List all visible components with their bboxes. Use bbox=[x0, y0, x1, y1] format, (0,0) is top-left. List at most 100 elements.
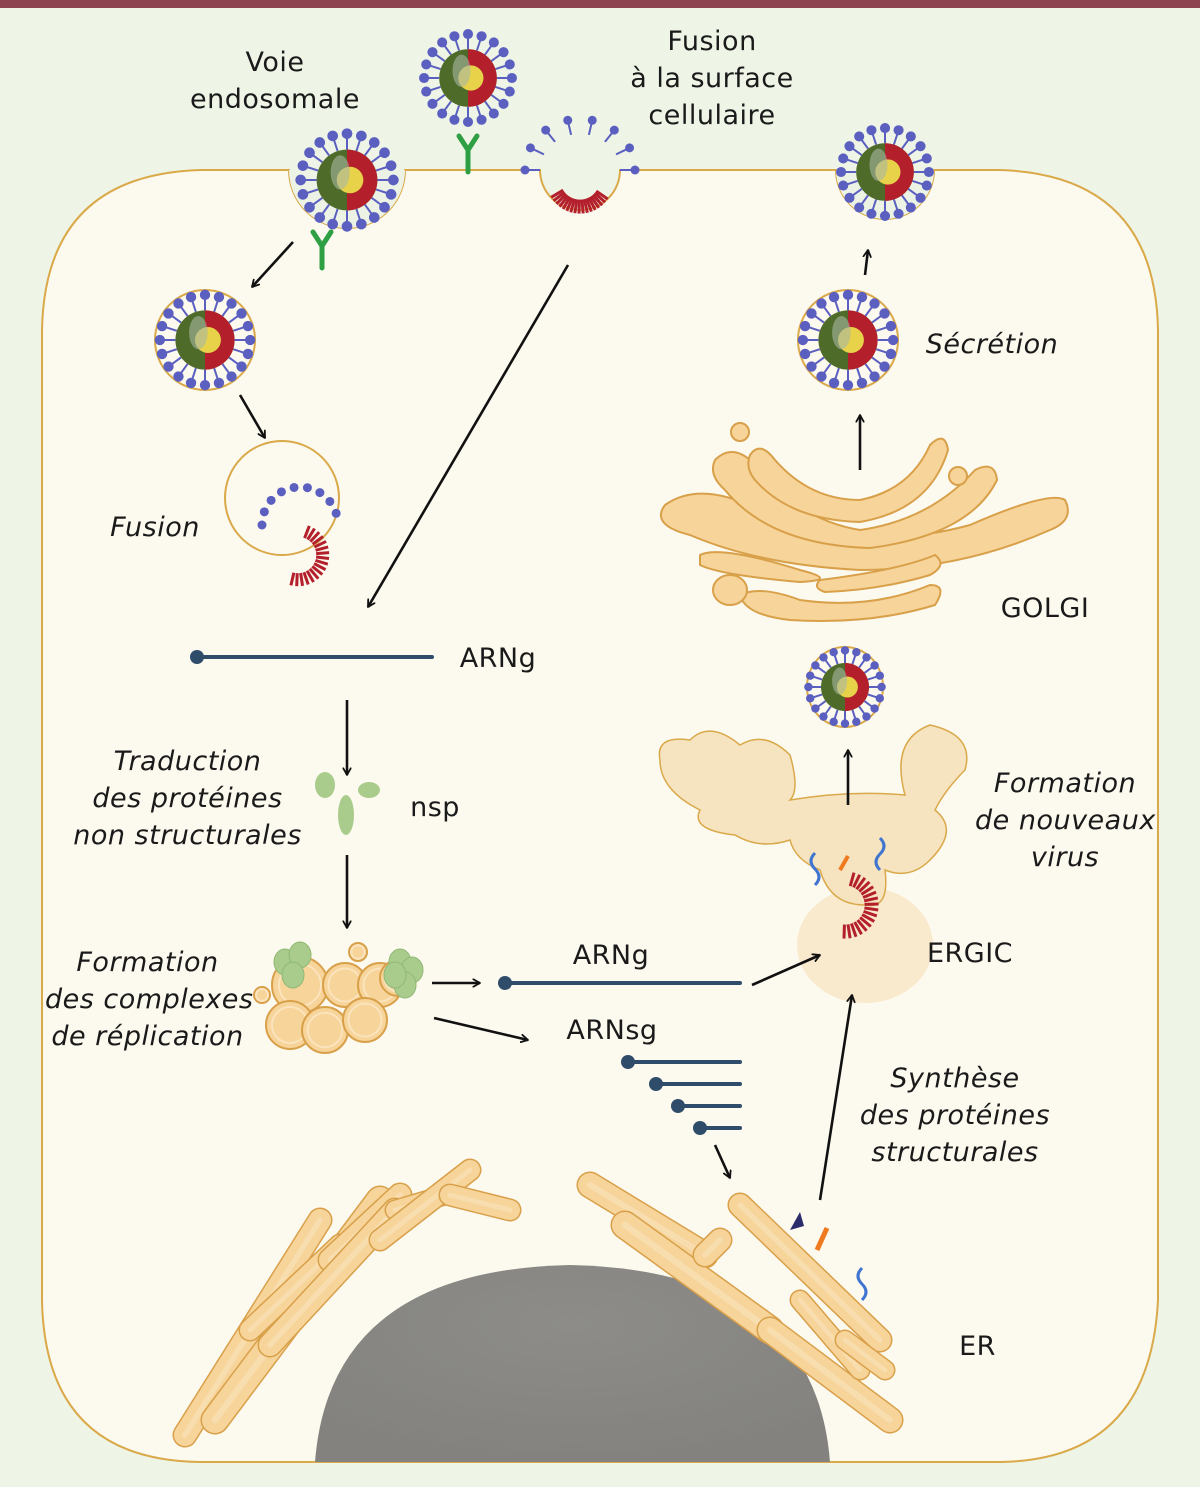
spike-protein-icon bbox=[437, 37, 448, 48]
spike-stalk bbox=[604, 131, 614, 143]
spike-protein-icon bbox=[816, 371, 827, 382]
spike-protein-icon bbox=[449, 31, 460, 42]
spike-protein-icon bbox=[185, 377, 197, 389]
capsid-segment bbox=[861, 913, 876, 923]
vesicle-inner bbox=[255, 988, 269, 1002]
receptor-shape bbox=[456, 133, 480, 175]
spike-protein-icon bbox=[811, 661, 820, 670]
envelope-highlight bbox=[832, 315, 851, 350]
double-membrane-vesicle bbox=[348, 942, 368, 962]
spike-protein-icon bbox=[804, 682, 813, 692]
spike-protein-icon bbox=[805, 671, 815, 680]
nonstructural-protein-icon bbox=[338, 795, 354, 835]
label-line: Formation bbox=[993, 768, 1137, 799]
capsid-segment bbox=[585, 197, 593, 213]
tubule-highlight bbox=[797, 1297, 863, 1373]
spike-protein-icon bbox=[236, 308, 247, 319]
capsid-segment bbox=[848, 872, 856, 887]
capsid-segment bbox=[862, 890, 877, 899]
capsid-segment bbox=[550, 188, 564, 199]
capsid-segment bbox=[852, 874, 862, 889]
er-tubule bbox=[727, 1192, 893, 1353]
spike-protein-icon bbox=[915, 192, 926, 203]
label-line: Fusion bbox=[110, 512, 200, 543]
envelope-highlight bbox=[189, 315, 208, 350]
spike-protein-icon bbox=[236, 361, 247, 372]
arrow-arnsg-to-er bbox=[713, 1144, 730, 1178]
spike-protein-icon bbox=[304, 147, 315, 159]
label-line: Formation bbox=[76, 947, 219, 978]
label-line: Sécrétion bbox=[925, 329, 1059, 360]
spike-protein-icon bbox=[356, 218, 367, 230]
ergic-compartment bbox=[797, 887, 933, 1003]
label-er: ER bbox=[950, 1328, 1005, 1365]
vesicle-outer bbox=[301, 1006, 349, 1054]
spike-protein-icon bbox=[869, 371, 880, 382]
label-line: virus bbox=[1030, 842, 1100, 873]
spike-protein-icon bbox=[842, 379, 854, 391]
label-golgi: GOLGI bbox=[1000, 590, 1090, 627]
spike-protein-icon bbox=[866, 208, 877, 219]
spike-protein-icon bbox=[875, 671, 885, 680]
label-voie-endosomale: Voie endosomale bbox=[180, 44, 370, 118]
spike-protein-icon bbox=[304, 201, 315, 213]
er-tubule bbox=[368, 1158, 482, 1252]
spike-protein-icon bbox=[297, 160, 309, 171]
rna-cap-icon bbox=[671, 1099, 685, 1113]
spike-protein-icon bbox=[862, 712, 871, 721]
spike-protein-icon bbox=[259, 507, 269, 517]
spike-protein-icon bbox=[213, 291, 225, 303]
tubule-highlight bbox=[447, 1192, 513, 1213]
capsid-segment bbox=[858, 880, 871, 893]
label-arng-top: ARNg bbox=[455, 640, 541, 677]
envelope-protein-icon bbox=[814, 1226, 830, 1252]
nucleocapsid-icon bbox=[289, 525, 330, 587]
capsid-segment bbox=[311, 565, 324, 576]
spike-protein-icon bbox=[421, 86, 432, 97]
spike-protein-icon bbox=[173, 371, 184, 382]
label-line: ER bbox=[959, 1331, 996, 1362]
capsid-segment bbox=[316, 551, 330, 556]
capsid-segment bbox=[305, 570, 315, 583]
spike-protein-icon bbox=[504, 59, 515, 70]
capsid-segment bbox=[558, 194, 570, 208]
nucleus-icon bbox=[315, 1265, 830, 1462]
label-line: ERGIC bbox=[926, 938, 1014, 969]
top-accent-bar bbox=[0, 0, 1200, 8]
label-synthese: Synthèse des protéines structurales bbox=[855, 1060, 1055, 1171]
capsid-segment bbox=[569, 198, 577, 213]
spike-protein-icon bbox=[885, 320, 897, 332]
capsid-segment bbox=[591, 193, 604, 207]
coronavirus-virion-icon bbox=[797, 289, 899, 391]
tubule-highlight bbox=[767, 1327, 893, 1423]
er-tubule bbox=[789, 1289, 871, 1381]
spike-protein-icon bbox=[887, 334, 899, 346]
label-line: de nouveaux bbox=[975, 805, 1156, 836]
capsid-segment bbox=[313, 562, 327, 571]
label-ergic: ERGIC bbox=[925, 935, 1015, 972]
arrow-arng-to-ergic bbox=[751, 955, 820, 987]
label-line: des complexes bbox=[45, 984, 254, 1015]
membrane-protein-icon bbox=[874, 836, 886, 872]
spike-protein-icon bbox=[213, 377, 225, 389]
spike-protein-icon bbox=[856, 291, 868, 303]
golgi-vesicle bbox=[712, 574, 748, 606]
spike-protein-icon bbox=[163, 361, 174, 372]
spike-protein-icon bbox=[385, 160, 397, 171]
spike-protein-icon bbox=[226, 371, 237, 382]
spike-protein-icon bbox=[893, 125, 904, 136]
spike-protein-icon bbox=[156, 348, 168, 360]
vesicle-outer bbox=[342, 997, 388, 1043]
spike-protein-icon bbox=[368, 212, 380, 223]
spike-protein-icon bbox=[449, 114, 460, 125]
spike-protein-icon bbox=[869, 298, 880, 309]
spike-protein-icon bbox=[819, 712, 828, 721]
capsid-segment bbox=[863, 909, 878, 918]
double-membrane-vesicle bbox=[253, 986, 271, 1004]
spike-stalk bbox=[567, 122, 573, 136]
envelope-highlight bbox=[869, 148, 888, 181]
spike-protein-icon bbox=[462, 116, 474, 127]
vesicle-inner bbox=[347, 1002, 383, 1038]
spike-protein-icon bbox=[356, 130, 367, 142]
spike-protein-icon bbox=[854, 131, 865, 142]
